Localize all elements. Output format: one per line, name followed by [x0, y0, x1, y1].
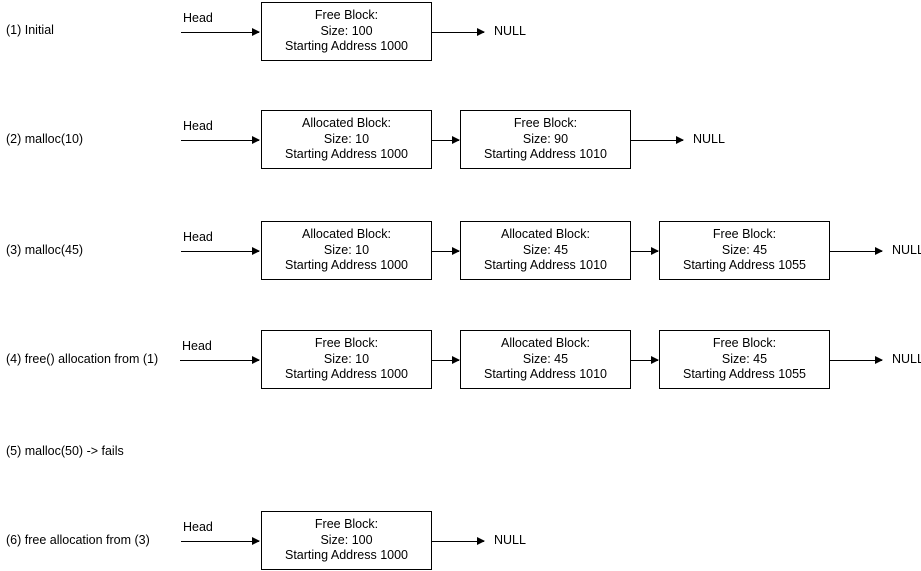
- block-size-text: Size: 90: [522, 131, 569, 146]
- null-arrow: [432, 28, 485, 36]
- block-type-text: Free Block:: [314, 517, 379, 532]
- null-label: NULL: [892, 351, 921, 366]
- head-arrow: [181, 537, 260, 545]
- block-size-text: Size: 100: [320, 532, 373, 547]
- null-label: NULL: [494, 532, 526, 547]
- null-label: NULL: [693, 131, 725, 146]
- block-type-text: Free Block:: [314, 8, 379, 23]
- block-size-text: Size: 10: [323, 351, 370, 366]
- step-label: (5) malloc(50) -> fails: [6, 444, 124, 458]
- null-arrow: [432, 537, 485, 545]
- block-address-text: Starting Address 1000: [285, 258, 408, 273]
- head-label: Head: [183, 519, 213, 534]
- head-label: Head: [183, 229, 213, 244]
- block-size-text: Size: 45: [721, 351, 768, 366]
- head-label: Head: [183, 10, 213, 25]
- head-arrow: [181, 247, 260, 255]
- null-arrow: [830, 356, 883, 364]
- block-type-text: Free Block:: [513, 116, 578, 131]
- step-label: (1) Initial: [6, 23, 54, 37]
- block-size-text: Size: 100: [320, 23, 373, 38]
- block-connector-arrow: [631, 247, 659, 255]
- head-label: Head: [183, 118, 213, 133]
- block-size-text: Size: 45: [721, 242, 768, 257]
- block-address-text: Starting Address 1000: [285, 548, 408, 563]
- block-size-text: Size: 45: [522, 242, 569, 257]
- block-address-text: Starting Address 1055: [683, 367, 806, 382]
- block-type-text: Allocated Block:: [302, 116, 391, 131]
- null-label: NULL: [494, 23, 526, 38]
- null-arrow: [830, 247, 883, 255]
- null-arrow: [631, 136, 684, 144]
- step-label: (6) free allocation from (3): [6, 533, 150, 547]
- block-address-text: Starting Address 1010: [484, 367, 607, 382]
- block-type-text: Free Block:: [314, 336, 379, 351]
- block-address-text: Starting Address 1000: [285, 147, 408, 162]
- step-label: (4) free() allocation from (1): [6, 352, 159, 366]
- block-type-text: Allocated Block:: [501, 227, 590, 242]
- block-type-text: Free Block:: [712, 336, 777, 351]
- head-arrow: [181, 136, 260, 144]
- step-label: (3) malloc(45): [6, 243, 84, 257]
- block-type-text: Free Block:: [712, 227, 777, 242]
- block-address-text: Starting Address 1010: [484, 258, 607, 273]
- block-connector-arrow: [432, 356, 460, 364]
- block-connector-arrow: [432, 247, 460, 255]
- head-arrow: [181, 28, 260, 36]
- step-label: (2) malloc(10): [6, 132, 84, 146]
- block-type-text: Allocated Block:: [302, 227, 391, 242]
- block-size-text: Size: 45: [522, 351, 569, 366]
- block-type-text: Allocated Block:: [501, 336, 590, 351]
- head-arrow: [180, 356, 260, 364]
- block-connector-arrow: [432, 136, 460, 144]
- block-address-text: Starting Address 1000: [285, 39, 408, 54]
- null-label: NULL: [892, 242, 921, 257]
- block-address-text: Starting Address 1010: [484, 147, 607, 162]
- block-size-text: Size: 10: [323, 131, 370, 146]
- block-size-text: Size: 10: [323, 242, 370, 257]
- block-address-text: Starting Address 1055: [683, 258, 806, 273]
- block-address-text: Starting Address 1000: [285, 367, 408, 382]
- block-connector-arrow: [631, 356, 659, 364]
- head-label: Head: [182, 338, 212, 353]
